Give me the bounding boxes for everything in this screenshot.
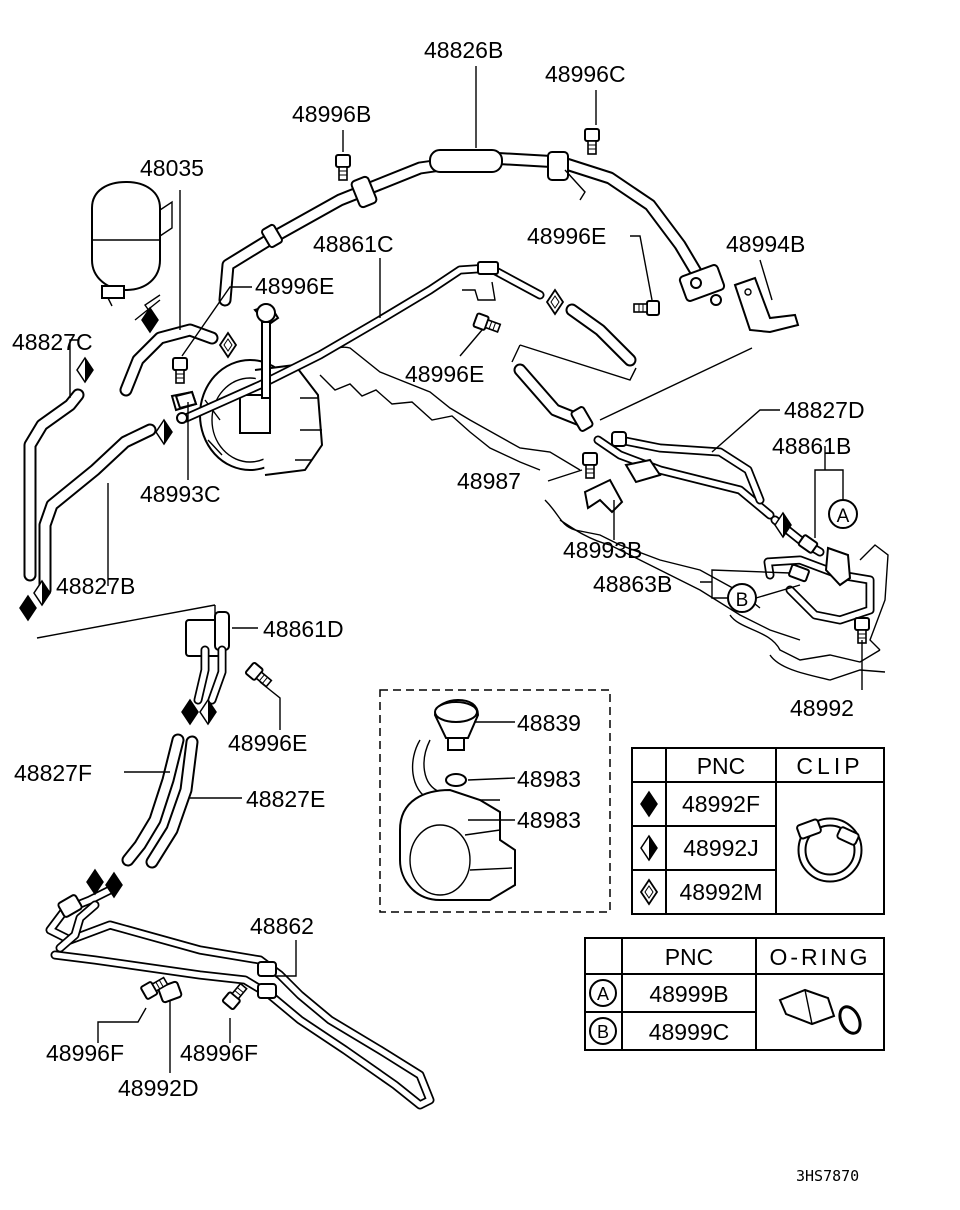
clip-table-header-pnc: PNC bbox=[697, 753, 746, 779]
bolt-48992 bbox=[854, 617, 870, 644]
callout-48827B: 48827B bbox=[56, 573, 135, 599]
clip-pnc-48992J: 48992J bbox=[683, 835, 758, 861]
callout-48861C: 48861C bbox=[313, 231, 394, 257]
bolt-48987 bbox=[582, 452, 598, 479]
callout-48996F-left: 48996F bbox=[46, 1040, 124, 1066]
oring-illustration bbox=[778, 988, 862, 1035]
hose-48826B bbox=[218, 149, 726, 307]
hose-48861C bbox=[181, 261, 545, 423]
callout-labels: 48826B 48996C 48996B 48035 48861C 48996E… bbox=[12, 37, 865, 1101]
bolt-48996E-right bbox=[633, 300, 660, 316]
callout-48983-upper: 48983 bbox=[517, 766, 581, 792]
callout-48996C: 48996C bbox=[545, 61, 626, 87]
bolt-48996E-lower bbox=[244, 661, 275, 690]
bolt-48996B bbox=[335, 154, 351, 181]
callout-48996E-lower: 48996E bbox=[228, 730, 307, 756]
svg-text:A: A bbox=[597, 984, 609, 1004]
engine-body-outline bbox=[309, 346, 889, 681]
callout-48983-lower: 48983 bbox=[517, 807, 581, 833]
power-steering-pump bbox=[199, 359, 324, 476]
callout-48996E-top: 48996E bbox=[255, 273, 334, 299]
callout-leaders bbox=[36, 66, 863, 1073]
oring-table-header-pnc: PNC bbox=[665, 944, 714, 970]
callout-48861B: 48861B bbox=[772, 433, 851, 459]
callout-48826B: 48826B bbox=[424, 37, 503, 63]
oring-pnc-48999C: 48999C bbox=[649, 1019, 730, 1045]
marker-a-icon: A bbox=[589, 979, 617, 1007]
oring-table: PNC O-RING A B 48999B 48999C bbox=[584, 937, 885, 1051]
marker-b-icon: B bbox=[589, 1017, 617, 1045]
callout-48993B: 48993B bbox=[563, 537, 642, 563]
callout-48861D: 48861D bbox=[263, 616, 344, 642]
bracket-48994B bbox=[733, 276, 800, 334]
svg-text:B: B bbox=[736, 590, 749, 611]
svg-text:A: A bbox=[837, 506, 850, 527]
callout-48992: 48992 bbox=[790, 695, 854, 721]
callout-48827D: 48827D bbox=[784, 397, 865, 423]
callout-48862: 48862 bbox=[250, 913, 314, 939]
callout-48996E-right: 48996E bbox=[527, 223, 606, 249]
bolt-48996F-right bbox=[221, 980, 250, 1011]
callout-48987: 48987 bbox=[457, 468, 521, 494]
marker-b: B bbox=[727, 583, 801, 613]
clip-table: PNC CLIP 48992F 48992J 48992M bbox=[631, 747, 885, 915]
svg-text:B: B bbox=[597, 1022, 609, 1042]
bolt-48996E-top bbox=[172, 357, 188, 384]
reservoir-tank bbox=[91, 180, 173, 313]
callout-48827E: 48827E bbox=[246, 786, 325, 812]
callout-48839: 48839 bbox=[517, 710, 581, 736]
cooler-pipe-48862 bbox=[45, 885, 435, 1110]
hose-48827C bbox=[23, 388, 85, 582]
marker-a: A bbox=[828, 499, 858, 529]
callout-48863B: 48863B bbox=[593, 571, 672, 597]
clip-table-header-clip: CLIP bbox=[796, 753, 863, 779]
callout-48993C: 48993C bbox=[140, 481, 221, 507]
callout-48996F-right: 48996F bbox=[180, 1040, 258, 1066]
hose-48827F-48827E bbox=[121, 733, 199, 869]
clip-pnc-48992F: 48992F bbox=[682, 791, 760, 817]
hose-48035-return bbox=[119, 323, 219, 397]
diagram-code: 3HS7870 bbox=[796, 1167, 859, 1185]
oring-pnc-48999B: 48999B bbox=[649, 981, 728, 1007]
callout-48827C: 48827C bbox=[12, 329, 93, 355]
inset-pump-detail bbox=[379, 689, 611, 913]
callout-48996E-mid: 48996E bbox=[405, 361, 484, 387]
bolt-48996E-mid bbox=[472, 312, 503, 336]
fitting-48861D bbox=[185, 611, 230, 705]
callout-48035: 48035 bbox=[140, 155, 204, 181]
hose-48863B bbox=[763, 555, 875, 625]
hose-48827D-line bbox=[513, 303, 775, 520]
callout-48992D: 48992D bbox=[118, 1075, 199, 1101]
oring-table-header-oring: O-RING bbox=[769, 944, 870, 970]
clip-illustration bbox=[796, 817, 863, 883]
clamp-48993C bbox=[174, 390, 198, 410]
callout-48994B: 48994B bbox=[726, 231, 805, 257]
bolt-48996C bbox=[584, 128, 600, 155]
callout-48827F: 48827F bbox=[14, 760, 92, 786]
clip-pnc-48992M: 48992M bbox=[679, 879, 762, 905]
callout-48996B: 48996B bbox=[292, 101, 371, 127]
